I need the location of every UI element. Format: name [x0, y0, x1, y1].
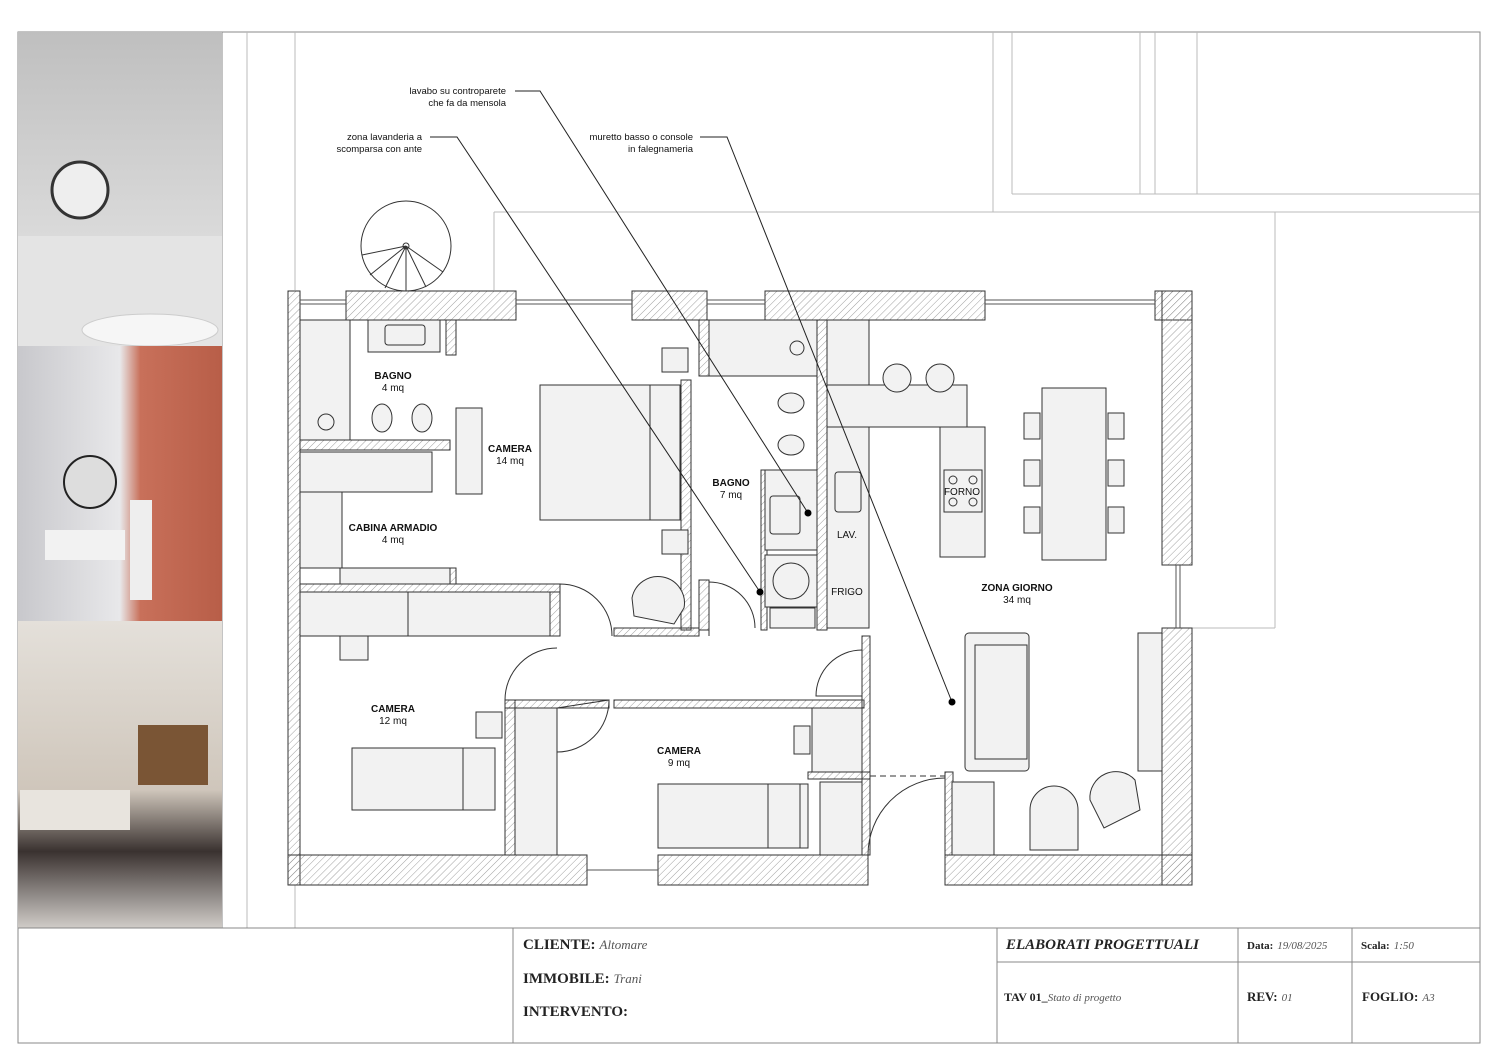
- room-name: CABINA ARMADIO: [349, 523, 438, 534]
- reference-image-bathroom-1: [18, 32, 222, 347]
- room-area: 7 mq: [720, 490, 742, 501]
- note-muretto: in falegnameria: [628, 144, 694, 155]
- cliente-field: CLIENTE: Altomare: [523, 936, 648, 953]
- site-context-lines: [246, 32, 1480, 928]
- windows: [300, 299, 1181, 871]
- room-area: 12 mq: [379, 716, 407, 727]
- sheet-frame: [17, 31, 1481, 1044]
- annotation-leaders: [430, 90, 953, 703]
- note-lavanderia: zona lavanderia a: [347, 132, 423, 143]
- foglio-field: FOGLIO: A3: [1362, 988, 1435, 1005]
- rev-field: REV: 01: [1247, 988, 1293, 1005]
- room-area: 4 mq: [382, 383, 404, 394]
- doors: [504, 581, 946, 856]
- room-name: BAGNO: [712, 478, 749, 489]
- elaborati-title: ELABORATI PROGETTUALI: [1005, 937, 1200, 953]
- note-lavanderia: scomparsa con ante: [336, 144, 422, 155]
- reference-image-bathroom-2: [18, 346, 222, 621]
- note-lavabo: lavabo su controparete: [409, 86, 506, 97]
- immobile-field: IMMOBILE: Trani: [523, 970, 642, 987]
- reference-image-living: [18, 621, 222, 928]
- scala-field: Scala: 1:50: [1361, 936, 1414, 953]
- annotation-dot: [948, 698, 956, 706]
- intervento-field: INTERVENTO:: [523, 1004, 628, 1020]
- fixture-label-frigo: FRIGO: [831, 587, 863, 598]
- note-lavabo: che fa da mensola: [428, 98, 506, 109]
- title-block: [18, 927, 1480, 1043]
- room-name: CAMERA: [488, 444, 532, 455]
- room-name: CAMERA: [657, 746, 701, 757]
- walls: [287, 290, 1193, 886]
- annotation-dot: [756, 588, 764, 596]
- data-field: Data: 19/08/2025: [1247, 936, 1328, 953]
- note-muretto: muretto basso o console: [589, 132, 693, 143]
- room-name: CAMERA: [371, 704, 415, 715]
- furniture: [299, 319, 1163, 856]
- fixture-label-lav: LAV.: [837, 530, 857, 541]
- room-area: 4 mq: [382, 535, 404, 546]
- room-name: ZONA GIORNO: [981, 583, 1053, 594]
- annotation-dot: [804, 509, 812, 517]
- fixture-label-forno: FORNO: [944, 487, 980, 498]
- room-area: 14 mq: [496, 456, 524, 467]
- room-name: BAGNO: [374, 371, 411, 382]
- tav-field: TAV 01_Stato di progetto: [1004, 990, 1122, 1004]
- room-area: 9 mq: [668, 758, 690, 769]
- room-area: 34 mq: [1003, 595, 1031, 606]
- spiral-staircase: [360, 200, 452, 292]
